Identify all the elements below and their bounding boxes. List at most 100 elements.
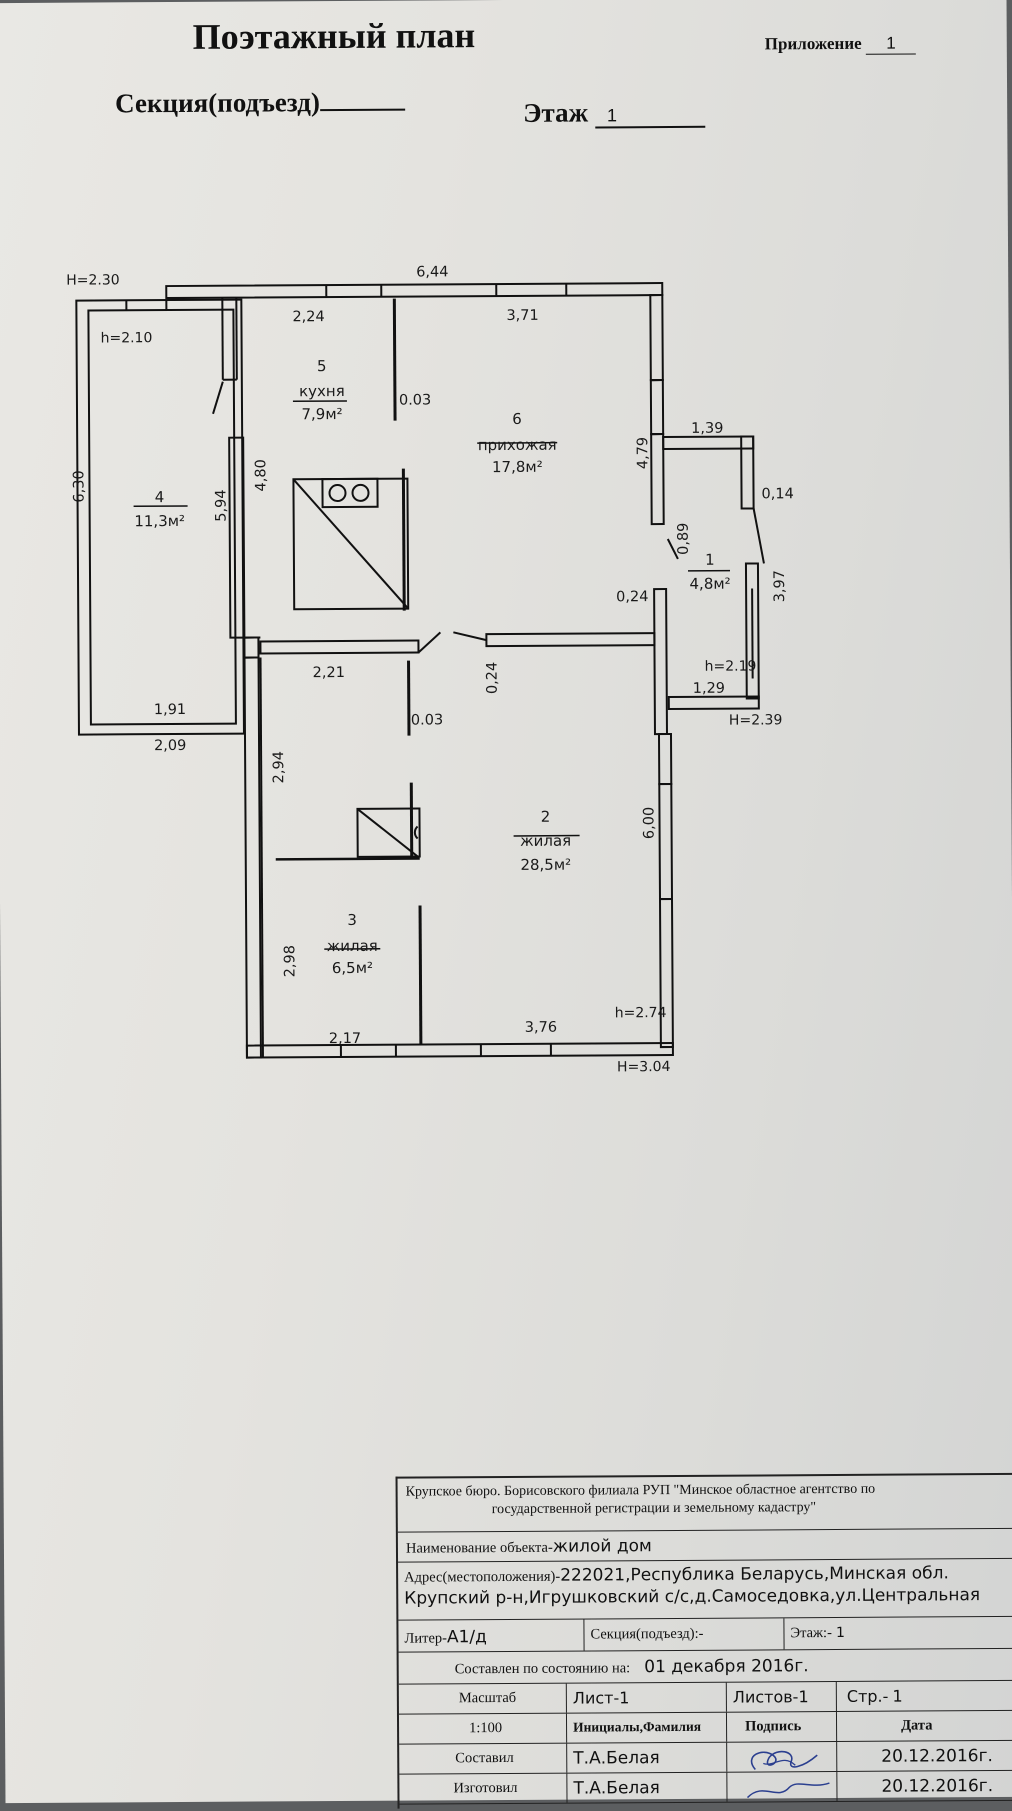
height-H-top-left: H=2.30 — [66, 272, 120, 288]
height-h-bottom: h=2.74 — [615, 1005, 667, 1021]
room6-number: 6 — [512, 410, 522, 428]
room3-area: 6,5м² — [332, 959, 373, 977]
dim-porch-right: 3,97 — [772, 570, 788, 602]
made-label: Изготовил — [399, 1774, 567, 1804]
height-H-bottom: H=3.04 — [617, 1059, 671, 1075]
dim-room4-bottom-inner: 1,91 — [154, 702, 186, 718]
room2-area: 28,5м² — [520, 856, 571, 874]
signature-label: Подпись — [727, 1712, 837, 1742]
dim-corridor-wall: 0.03 — [411, 712, 443, 728]
dim-room3-left: 2,98 — [282, 945, 298, 977]
wall-porch-right-upper — [741, 436, 753, 508]
room5-area: 7,9м² — [301, 405, 342, 423]
dim-hall-right: 4,79 — [635, 437, 651, 469]
room1-number: 1 — [705, 551, 715, 569]
room6-name: прихожая — [478, 436, 557, 454]
height-H-porch: H=2.39 — [729, 712, 783, 728]
made-signature — [727, 1772, 837, 1802]
state-date: 01 декабря 2016г. — [644, 1656, 809, 1677]
dim-top-kitchen: 2,24 — [292, 309, 324, 325]
height-h-porch: h=2.19 — [705, 658, 757, 674]
page-value: 1 — [892, 1687, 902, 1706]
wall-corridor-left — [260, 641, 418, 654]
composed-name: Т.А.Белая — [567, 1743, 727, 1773]
height-h-room4: h=2.10 — [101, 330, 153, 346]
stamp-object-row: Наименование объекта-жилой дом — [398, 1529, 1012, 1563]
dim-kitchen-height: 4,80 — [253, 459, 269, 491]
sheet-value: 1 — [619, 1688, 629, 1707]
dim-porch-wall: 0,14 — [761, 486, 793, 502]
wall-porch-bottom — [669, 696, 759, 709]
address-line1: 222021,Республика Беларусь,Минская обл. — [560, 1563, 949, 1585]
wall-bottom — [247, 1043, 673, 1058]
made-date: 20.12.2016г. — [837, 1771, 1012, 1801]
signature-scribble-icon — [733, 1775, 833, 1802]
initials-label: Инициалы,Фамилия — [567, 1713, 727, 1743]
scale-label: Масштаб — [399, 1684, 567, 1714]
dim-porch-top: 1,39 — [691, 421, 723, 437]
stamp-composed-row: Составил Т.А.Белая 20.12.2016г. — [399, 1741, 1012, 1775]
address-line2: Крупский р-н,Игрушковский с/с,д.Самоседо… — [398, 1583, 1012, 1609]
page-label: Стр.- — [847, 1687, 889, 1706]
wall-kitchen-left — [222, 298, 223, 380]
dim-top-hall: 3,71 — [506, 308, 538, 324]
liter-label: Литер- — [404, 1630, 447, 1646]
state-label: Составлен по состоянию на: — [455, 1660, 631, 1677]
room5-name: кухня — [299, 382, 345, 400]
dim-left-outer: 6,30 — [71, 470, 87, 502]
stamp-address-row: Адрес(местоположения)-222021,Республика … — [398, 1559, 1012, 1621]
room3-number: 3 — [347, 911, 357, 929]
wall-right-upper — [650, 295, 663, 380]
dim-kitchen-wall: 0.03 — [399, 392, 431, 408]
dim-bottom-left: 2,17 — [329, 1031, 361, 1047]
dim-door-wall: 0,24 — [485, 662, 501, 694]
room6-area: 17,8м² — [492, 458, 543, 476]
room5-number: 5 — [317, 357, 327, 375]
liter-value: А1/д — [447, 1627, 487, 1647]
dim-corridor-width: 2,21 — [313, 665, 345, 681]
stamp-section-label: Секция(подъезд):- — [584, 1618, 784, 1650]
wall-right-mid — [654, 589, 667, 734]
composed-signature — [727, 1742, 837, 1772]
stamp-floor-label: Этаж:- — [790, 1625, 832, 1641]
dim-top-total: 6,44 — [416, 264, 448, 280]
wall-top — [166, 283, 662, 298]
room2-number: 2 — [541, 808, 551, 826]
stamp-state-row: Составлен по состоянию на: 01 декабря 20… — [399, 1649, 1012, 1685]
dim-room4-inner: 5,94 — [213, 489, 229, 521]
wall-left-lower — [245, 658, 261, 1058]
dim-porch-door: 0,89 — [676, 523, 692, 555]
address-label: Адрес(местоположения)- — [404, 1569, 560, 1586]
stamp-liter-row: Литер-А1/д Секция(подъезд):- Этаж:- 1 — [398, 1617, 1012, 1653]
sheets-label: Листов- — [733, 1687, 799, 1706]
room1-area: 4,8м² — [689, 575, 730, 593]
wall-corridor-right — [486, 633, 654, 646]
object-value: жилой дом — [553, 1536, 652, 1557]
stamp-organization: Крупское бюро. Борисовского филиала РУП … — [398, 1475, 1012, 1533]
signature-scribble-icon — [733, 1745, 833, 1772]
object-label: Наименование объекта- — [406, 1540, 553, 1557]
dim-right-lower: 6,00 — [641, 807, 657, 839]
made-name: Т.А.Белая — [567, 1773, 727, 1803]
dim-left-lower: 2,94 — [271, 751, 287, 783]
room4-number: 4 — [155, 488, 165, 506]
stamp-sheet-row: Масштаб Лист-1 Листов-1 Стр.- 1 — [399, 1681, 1012, 1715]
dim-porch-bottom: 1,29 — [693, 681, 725, 697]
stamp-header-row: 1:100 Инициалы,Фамилия Подпись Дата — [399, 1711, 1012, 1745]
wall-porch-top — [663, 436, 753, 449]
composed-label: Составил — [399, 1744, 567, 1774]
room4-area: 11,3м² — [134, 512, 185, 530]
dim-hall-wall: 0,24 — [616, 589, 648, 605]
sheet-label: Лист- — [573, 1688, 619, 1707]
sheets-value: 1 — [798, 1687, 808, 1706]
room3-name: жилая — [327, 937, 378, 955]
title-block: Крупское бюро. Борисовского филиала РУП … — [396, 1473, 1012, 1809]
date-label: Дата — [837, 1711, 1012, 1741]
stamp-floor-value: 1 — [836, 1625, 845, 1641]
composed-date: 20.12.2016г. — [837, 1741, 1012, 1771]
dim-room4-bottom-outer: 2,09 — [154, 738, 186, 754]
floor-plan: 5 кухня 7,9м² 6 прихожая 17,8м² 4 11,3м²… — [0, 0, 1012, 1123]
scale-value: 1:100 — [399, 1714, 567, 1744]
wall-kitchen-left-inner — [236, 298, 237, 380]
